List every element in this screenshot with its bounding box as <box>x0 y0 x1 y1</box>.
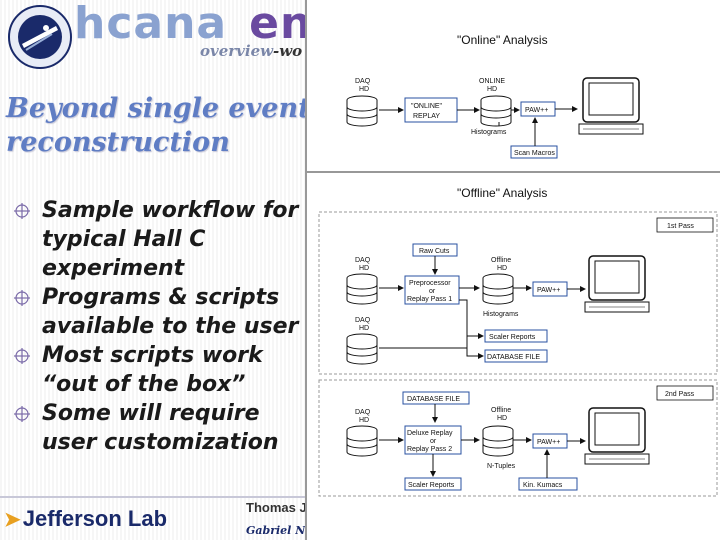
fp-paw-text: PAW++ <box>537 287 560 294</box>
offline-title: "Offline" Analysis <box>457 186 547 200</box>
online-replay-text: "ONLINE" <box>411 103 443 110</box>
fp-scaler-box <box>484 329 548 343</box>
second-pass-frame <box>318 379 718 497</box>
bullet-item: Programs & scripts available to the user <box>14 283 314 341</box>
sp-scaler-reports: Scaler Reports <box>408 482 455 489</box>
sp-daq-label2: HD <box>359 417 369 424</box>
bullet-line: Programs & scripts <box>42 285 280 310</box>
subtitle-part1: overview <box>200 42 274 60</box>
brand-part1: hcana <box>74 0 228 49</box>
bullet-line: Sample workflow for <box>42 198 299 223</box>
fp-histograms: Histograms <box>483 311 519 318</box>
jefferson-lab-logo: ➤Jefferson Lab <box>4 506 167 532</box>
sp-offline-disk-icon <box>482 425 514 457</box>
sp-offline-hd-label2: HD <box>497 415 507 422</box>
bullet-item: Some will require user customization <box>14 399 314 457</box>
second-pass-label: 2nd Pass <box>665 391 695 398</box>
crosshair-bullet-icon <box>14 290 30 306</box>
online-replay-box <box>404 97 458 123</box>
slide-title-line1: Beyond single event <box>6 93 311 124</box>
online-daq-label: DAQ <box>355 78 371 85</box>
online-replay-text2: REPLAY <box>413 113 440 120</box>
lab-name: Jefferson Lab <box>22 506 168 531</box>
bullet-item: Sample workflow for typical Hall C exper… <box>14 196 314 283</box>
sp-replay-box <box>404 425 462 455</box>
sp-replay-text2: or <box>430 438 437 445</box>
online-daq-label2: HD <box>359 86 369 93</box>
bullet-line: available to the user <box>42 314 299 339</box>
online-daq-disk-icon <box>346 95 378 127</box>
first-pass-label-box <box>656 217 714 233</box>
preprocessor-box <box>404 275 460 305</box>
author-top: Thomas Je <box>246 500 314 515</box>
university-seal-logo <box>8 5 72 69</box>
preprocessor-text: Preprocessor <box>409 280 451 287</box>
fp-daq-label2: HD <box>359 265 369 272</box>
fp-monitor-icon <box>584 255 650 313</box>
bullet-line: Some will require <box>42 401 260 426</box>
workflow-diagram: "Online" Analysis DAQ HD ONLINE HD "ONLI… <box>307 33 720 497</box>
sp-paw-text: PAW++ <box>537 439 560 446</box>
fp-daq-label: DAQ <box>355 257 371 264</box>
workflow-diagram-panel: "Online" Analysis DAQ HD ONLINE HD "ONLI… <box>305 0 720 540</box>
sp-ntuples: N-Tuples <box>487 463 516 470</box>
online-scan-macros-box <box>510 145 558 159</box>
sp-database-file: DATABASE FILE <box>407 396 460 403</box>
fp-database-file: DATABASE FILE <box>487 354 540 361</box>
fp-offline-disk-icon <box>482 273 514 305</box>
bullet-item: Most scripts work “out of the box” <box>14 341 314 399</box>
online-histograms: Histograms <box>471 129 507 136</box>
sp-kumac: Kin. Kumacs <box>523 482 563 489</box>
online-paw-text: PAW++ <box>525 107 548 114</box>
sp-replay-text3: Replay Pass 2 <box>407 446 452 453</box>
online-monitor-icon <box>578 77 644 135</box>
slide-title: Beyond single event reconstruction <box>6 92 311 160</box>
sp-daq-label: DAQ <box>355 409 371 416</box>
fp-scaler-reports: Scaler Reports <box>489 334 536 341</box>
fp-daq2-label: DAQ <box>355 317 371 324</box>
online-hd-label2: HD <box>487 86 497 93</box>
fp-daq2-disk-icon <box>346 333 378 365</box>
sp-replay-text: Deluxe Replay <box>407 430 453 437</box>
fp-daq2-label2: HD <box>359 325 369 332</box>
online-scan-macros: Scan Macros <box>514 150 555 157</box>
crosshair-bullet-icon <box>14 406 30 422</box>
sp-daq-disk-icon <box>346 425 378 457</box>
bullet-line: typical Hall C <box>42 227 206 252</box>
swoosh-icon: ➤ <box>4 509 21 531</box>
sp-offline-hd-label: Offline <box>491 407 511 414</box>
bullet-list: Sample workflow for typical Hall C exper… <box>14 196 314 457</box>
brand-subtitle: overview-wo <box>200 42 302 60</box>
sp-scaler-box <box>404 477 462 491</box>
fp-database-box <box>484 349 548 363</box>
bullet-line: Most scripts work <box>42 343 263 368</box>
sp-database-box <box>402 391 470 405</box>
fp-offline-hd-label: Offline <box>491 257 511 264</box>
slide-title-line2: reconstruction <box>6 127 230 158</box>
online-hd-label: ONLINE <box>479 78 505 85</box>
sp-kumac-box <box>518 477 578 491</box>
online-title: "Online" Analysis <box>457 33 548 47</box>
bullet-line: experiment <box>42 256 185 281</box>
online-hd-disk-icon <box>480 95 512 127</box>
preprocessor-text3: Replay Pass 1 <box>407 296 452 303</box>
crosshair-bullet-icon <box>14 203 30 219</box>
preprocessor-text2: or <box>429 288 436 295</box>
sp-monitor-icon <box>584 407 650 465</box>
raw-cuts: Raw Cuts <box>419 248 450 255</box>
crosshair-bullet-icon <box>14 348 30 364</box>
author-bottom: Gabriel N <box>246 524 306 537</box>
subtitle-part2: -wo <box>273 42 303 60</box>
bullet-line: “out of the box” <box>42 372 246 397</box>
fp-daq-disk-icon <box>346 273 378 305</box>
second-pass-label-box <box>656 385 714 401</box>
first-pass-label: 1st Pass <box>667 223 694 230</box>
bullet-line: user customization <box>42 430 279 455</box>
fp-offline-hd-label2: HD <box>497 265 507 272</box>
brand-part2: en <box>249 0 313 49</box>
